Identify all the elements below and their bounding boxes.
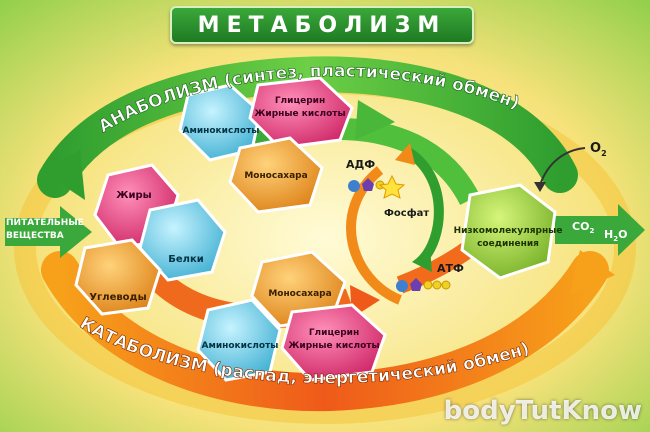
input-label-line1: ПИТАТЕЛЬНЫЕ [6,218,84,228]
catabolism-arc [41,251,609,412]
atp-molecule-icon [396,278,451,292]
low-mol-hexagon [460,183,557,280]
fats-label: Жиры [116,190,151,201]
top-amino-label: Аминокислоты [183,126,260,136]
input-arrow [5,206,92,258]
bottom-amino-hexagon [196,298,282,382]
top-glycerin-hexagon [248,76,354,150]
low-mol-label-1: Низкомолекулярные [454,226,563,236]
bottom-glycerin-label-2: Жирные кислоты [288,341,379,351]
watermark: bodyTutKnow [443,396,642,426]
h2o-label: H2O [604,228,627,243]
anabolism-arrow-head [40,150,85,200]
o2-arrow [539,147,586,186]
low-mol-label-2: соединения [477,239,539,249]
top-mono-hexagon [228,136,324,214]
proteins-label: Белки [168,254,204,265]
top-glycerin-label-1: Глицерин [275,96,325,106]
adp-molecule-icon [348,174,406,199]
adp-label: АДФ [346,158,375,171]
bottom-glycerin-label-1: Глицерин [309,328,359,338]
bottom-glycerin-hexagon [280,303,387,382]
phosphate-label: Фосфат [384,207,429,219]
anabolism-arc [37,56,578,198]
carbs-hexagon [74,238,162,316]
o2-arrow-head [534,182,546,192]
atp-cycle-head-2 [395,143,415,165]
page-title: МЕТАБОЛИЗМ [197,12,447,38]
atp-label: АТФ [437,262,464,275]
top-glycerin-label-2: Жирные кислоты [254,109,345,119]
carbs-label: Углеводы [89,292,146,303]
top-mono-label: Моносахара [244,171,307,181]
output-arrow [555,204,645,256]
upper-green-head [355,100,395,140]
title-banner: МЕТАБОЛИЗМ [170,6,474,44]
bottom-amino-label: Аминокислоты [202,341,279,351]
input-label-line2: ВЕЩЕСТВА [6,231,64,241]
co2-label: CO2 [572,220,594,235]
bottom-mono-label: Моносахара [268,289,331,299]
catabolism-arrow-head [570,250,615,295]
atp-cycle-head-1 [412,248,432,272]
phosphate-burst-icon [378,174,406,199]
o2-label: O2 [590,141,607,158]
